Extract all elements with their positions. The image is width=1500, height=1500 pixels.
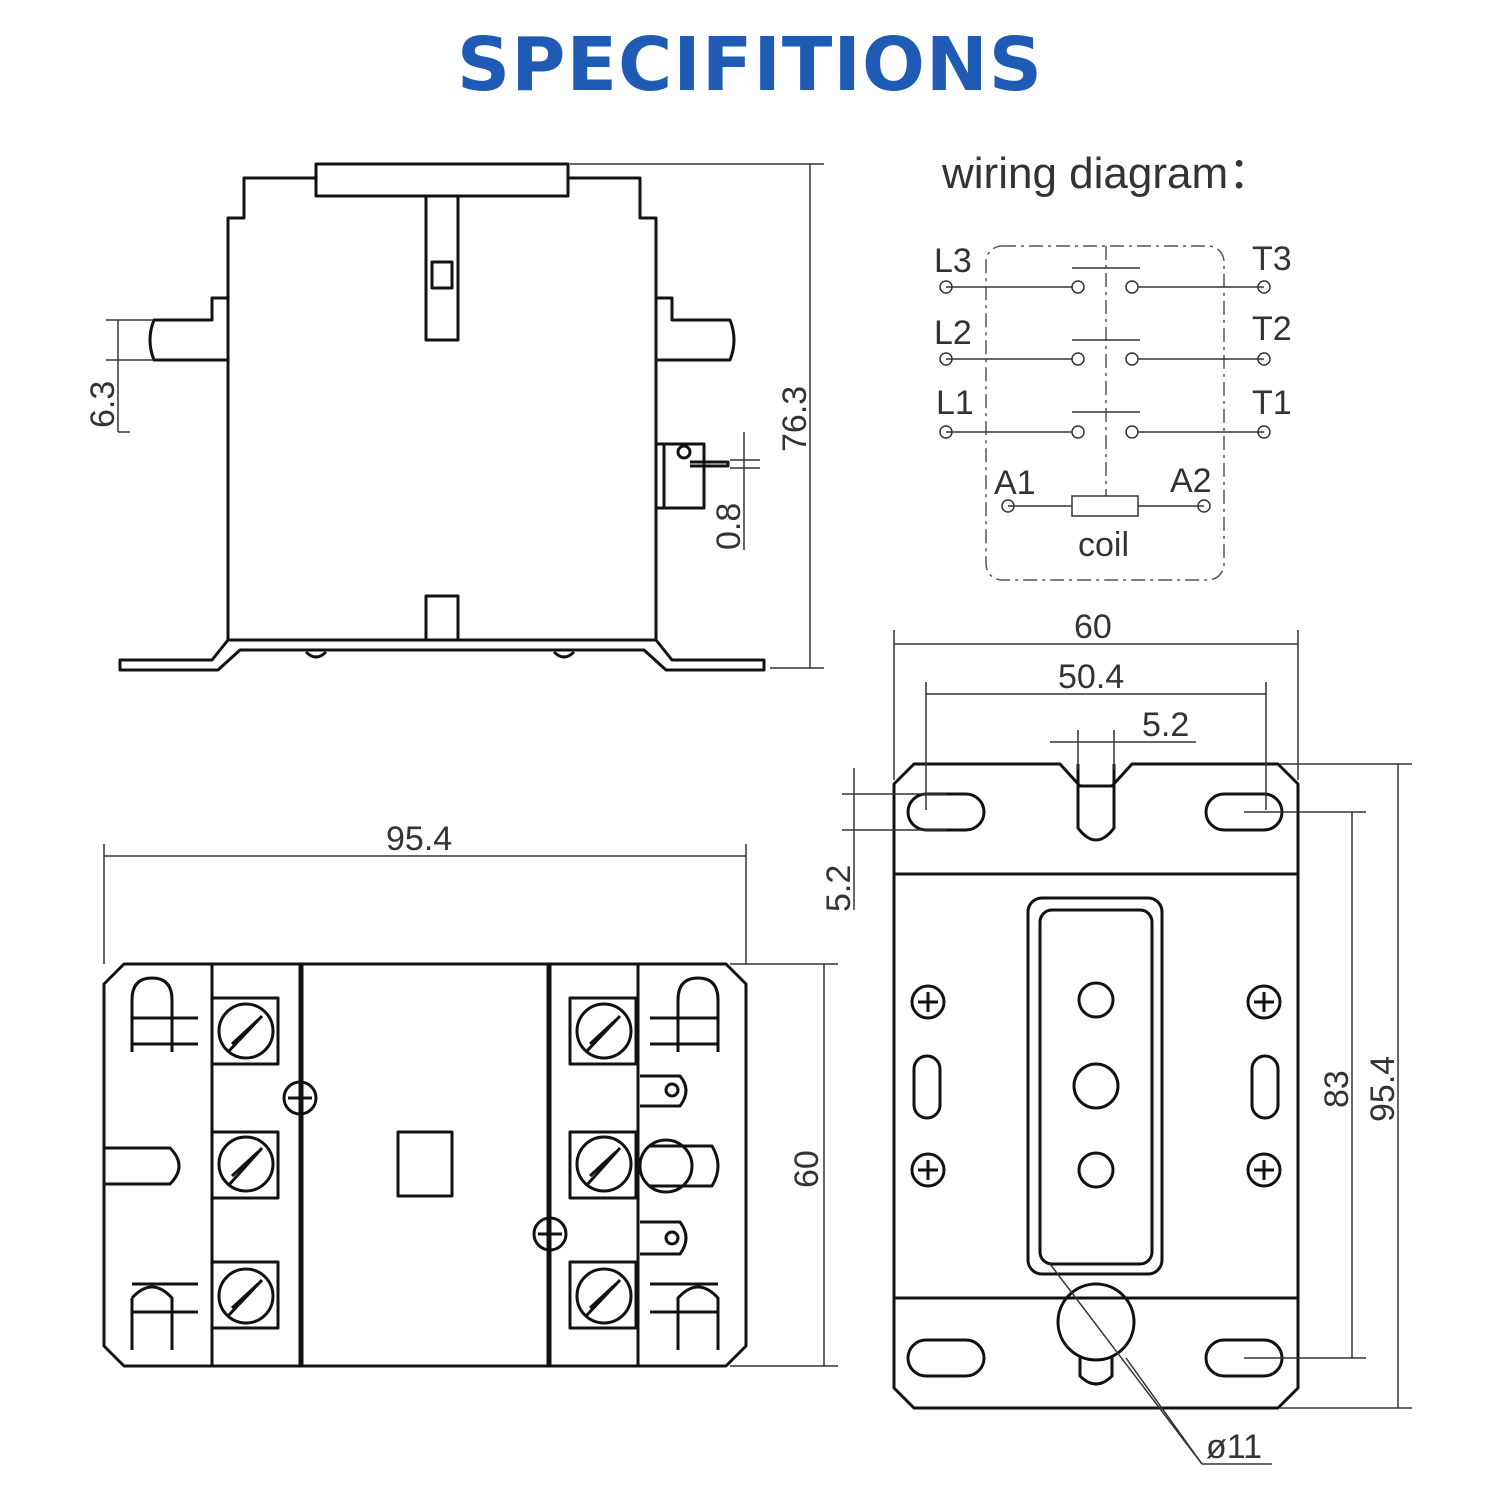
dim-side-height: 76.3: [776, 386, 814, 452]
dim-base-width: 60: [1074, 608, 1112, 646]
top-view: 95.4 60: [102, 820, 838, 1368]
label-t2: T2: [1252, 310, 1292, 348]
dim-top-width: 95.4: [386, 820, 452, 858]
label-l2: L2: [934, 314, 972, 352]
dim-base-hole-dia: ø11: [1206, 1428, 1262, 1466]
dim-base-slot: 5.2: [1142, 706, 1189, 744]
label-t3: T3: [1252, 240, 1292, 278]
side-view: 6.3 76.3 0.8: [84, 162, 824, 672]
dim-side-tab: 0.8: [710, 503, 748, 550]
wiring-diagram: wiring diagram： L3 L2 L: [934, 149, 1292, 581]
base-view: 60 50.4 5.2 5.2 83 95.4 ø11: [820, 608, 1412, 1466]
label-a1: A1: [994, 464, 1036, 502]
page-title: SPECIFITIONS: [456, 22, 1044, 108]
dim-side-terminal: 6.3: [84, 381, 122, 428]
dim-base-hole-span: 50.4: [1058, 658, 1124, 696]
label-coil: coil: [1078, 526, 1129, 564]
dim-base-inner-height: 83: [1318, 1070, 1356, 1108]
dim-top-height: 60: [788, 1150, 826, 1188]
label-t1: T1: [1252, 384, 1292, 422]
wiring-heading: wiring diagram：: [941, 149, 1272, 198]
label-l3: L3: [934, 242, 972, 280]
dim-base-slot-height: 5.2: [820, 865, 858, 912]
dim-base-height: 95.4: [1364, 1056, 1402, 1122]
label-l1: L1: [936, 384, 974, 422]
label-a2: A2: [1170, 462, 1212, 500]
